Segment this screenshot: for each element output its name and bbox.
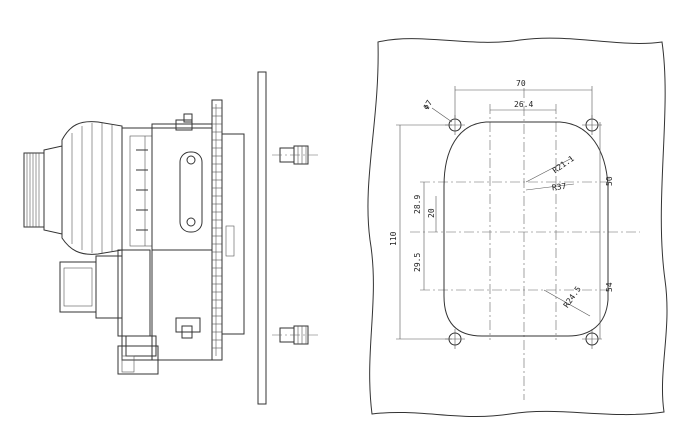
panel-outline xyxy=(367,37,668,418)
dim-hole-diameter: Φ7 xyxy=(422,98,435,111)
cutout-outline xyxy=(443,121,609,337)
dim-corner-radius-small: R21.1 xyxy=(551,154,576,175)
mounting-flange xyxy=(211,99,245,361)
inlet-nozzle xyxy=(23,145,63,235)
dim-lower-offset: 29.5 xyxy=(413,253,422,272)
electrical-connector xyxy=(59,249,159,375)
mounting-cutout-view: 70 26.4 Φ7 R21.1 R37 50 54 110 28.9 20 2 xyxy=(367,37,668,418)
mounting-hole-bottom-right xyxy=(582,329,602,349)
mounting-screw-bottom xyxy=(272,325,318,345)
dim-upper-height: 50 xyxy=(605,176,614,186)
dim-cutout-top-width: 26.4 xyxy=(514,100,533,109)
mounting-panel xyxy=(257,71,267,405)
dim-upper-offset: 28.9 xyxy=(413,195,422,214)
dim-center-offset: 20 xyxy=(427,208,436,218)
dim-lower-height: 54 xyxy=(605,282,614,292)
side-view xyxy=(23,71,318,405)
mounting-hole-top-right xyxy=(582,115,602,135)
pump-body xyxy=(121,113,213,361)
bellows-housing xyxy=(61,121,123,255)
dim-overall-height: 110 xyxy=(389,231,398,246)
mounting-screw-top xyxy=(272,145,318,165)
dim-inner-radius: R37 xyxy=(551,182,567,193)
dim-hole-spacing-width: 70 xyxy=(516,79,526,88)
